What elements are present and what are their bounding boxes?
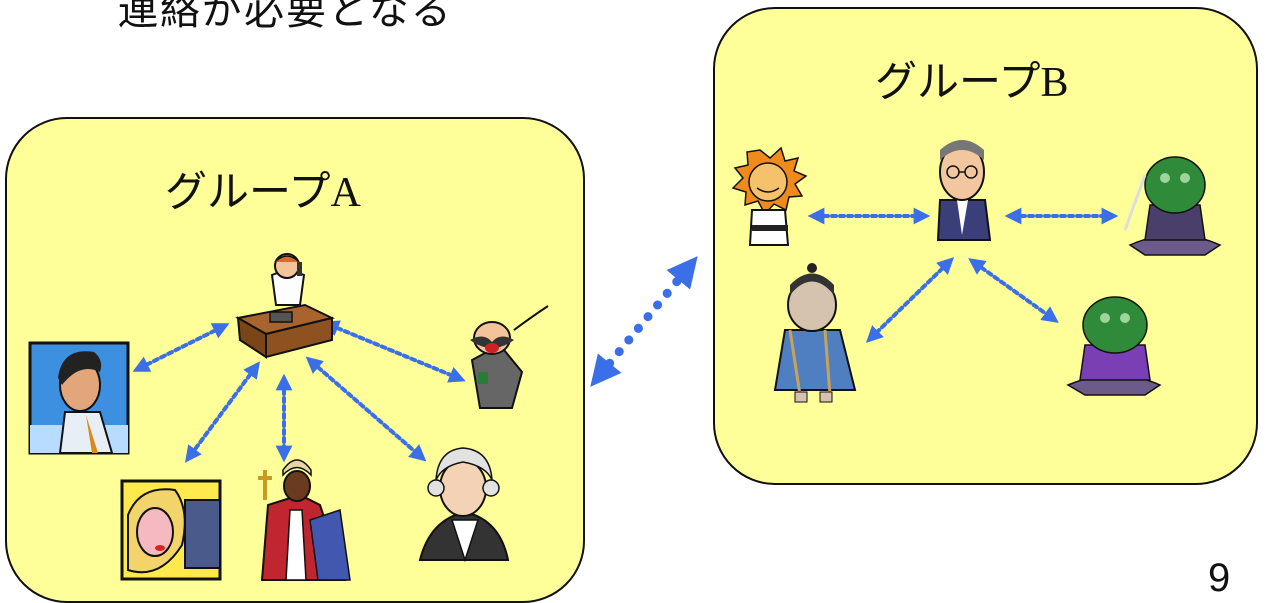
green-samurai-purple-robe-icon [1066,296,1162,396]
blue-robe-samurai-icon [773,263,857,403]
arrow-desk-woman [185,361,260,463]
page-number: 9 [1208,556,1231,600]
priest-with-cross-icon [258,459,351,581]
woman-at-computer-icon [120,479,222,581]
arrow-desk-businessman [132,323,230,372]
businessman-portrait-icon [28,341,130,455]
group-b-title: グループB [875,60,1069,106]
arrow-glasses-man-purple-samurai [968,258,1059,323]
slide-heading: 連絡が必要となる [118,0,453,34]
arrow-desk-washington [305,356,427,462]
sun-face-character-icon [731,146,808,246]
arrow-desk-laughing-man [322,320,466,383]
arrow-group-a-group-b [590,256,698,387]
arrow-glasses-man-blue-samurai [865,257,955,343]
laughing-man-with-phone-icon [470,305,549,409]
green-samurai-with-sword-icon [1123,156,1222,256]
glasses-man-in-suit-icon [936,140,992,241]
receptionist-at-desk-icon [235,253,335,359]
group-a-title: グループA [165,170,361,216]
george-washington-portrait-icon [418,447,510,563]
